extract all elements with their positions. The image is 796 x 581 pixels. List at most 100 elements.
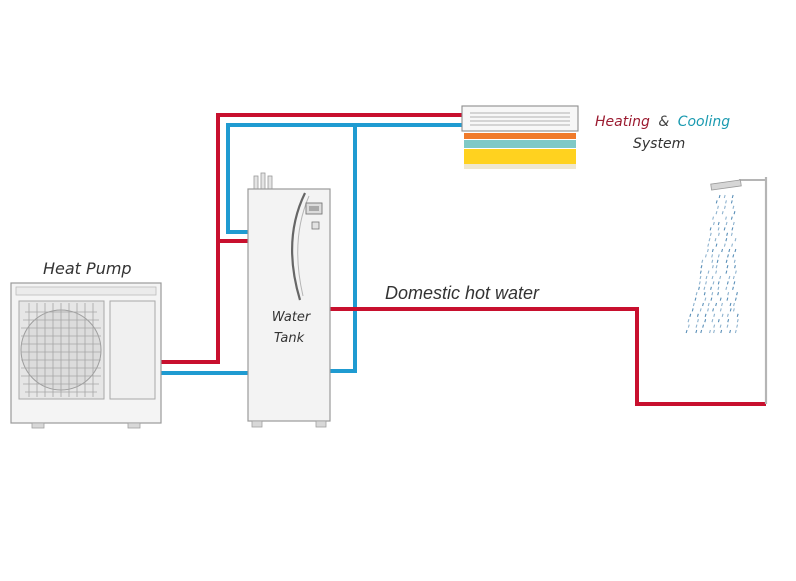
water-drop <box>731 243 734 247</box>
water-drop <box>715 270 718 274</box>
water-drop <box>703 292 706 296</box>
water-drop <box>698 286 700 290</box>
water-drop <box>702 302 704 307</box>
water-drop <box>717 232 720 236</box>
water-drop <box>708 238 711 242</box>
water-drop <box>734 238 737 242</box>
water-drop <box>721 248 724 253</box>
water-drop <box>701 259 704 263</box>
water-drop <box>694 297 697 301</box>
water-drop <box>730 216 733 220</box>
water-drop <box>725 216 727 220</box>
water-drop <box>695 324 698 328</box>
water-drop <box>702 324 705 328</box>
water-drop <box>704 319 707 323</box>
water-drop <box>732 275 735 280</box>
water-drop <box>725 286 728 290</box>
water-drop <box>721 211 724 215</box>
water-drop <box>719 308 722 312</box>
water-drop <box>734 270 737 274</box>
water-drop <box>732 254 735 258</box>
water-drop <box>729 308 732 312</box>
water-drop <box>699 308 702 312</box>
water-drop <box>711 248 714 253</box>
water-drop <box>712 281 715 285</box>
water-drop <box>691 308 694 312</box>
water-drop <box>723 227 726 231</box>
water-drop <box>695 292 698 296</box>
amp-word: & <box>658 114 669 130</box>
water-drop <box>728 248 731 253</box>
water-drop <box>699 270 702 274</box>
heat-pump-label: Heat Pump <box>43 259 132 278</box>
water-drop <box>730 232 733 236</box>
tank-swoosh <box>291 192 306 301</box>
water-drop <box>706 248 709 253</box>
water-drop <box>713 324 716 328</box>
water-drop <box>700 265 703 269</box>
water-drop <box>725 200 727 204</box>
water-drop <box>720 329 723 334</box>
tank-control-button <box>311 221 320 230</box>
water-drop <box>709 329 711 334</box>
water-drop <box>727 319 730 323</box>
water-drop <box>707 308 709 312</box>
water-tank-label-line1: Water <box>272 310 312 325</box>
water-drop <box>717 227 720 231</box>
water-drop <box>711 259 714 263</box>
water-drop <box>712 216 715 220</box>
water-drop <box>732 286 734 290</box>
water-drop <box>704 254 707 258</box>
water-drop <box>717 254 720 258</box>
water-drop <box>692 302 695 307</box>
water-drop <box>734 248 737 253</box>
water-drop <box>736 313 739 317</box>
water-drop <box>717 221 720 226</box>
water-drop <box>723 205 726 209</box>
water-drop <box>736 319 739 323</box>
water-drop <box>732 308 735 312</box>
water-drop <box>711 275 714 280</box>
water-drop <box>711 319 714 323</box>
water-drop <box>717 292 720 296</box>
water-drop <box>714 238 717 242</box>
water-drop <box>703 286 706 290</box>
water-drop <box>730 200 733 204</box>
water-drop <box>733 211 736 215</box>
water-drop <box>697 319 699 323</box>
water-drop <box>721 313 724 317</box>
water-drop <box>696 313 699 317</box>
water-drop <box>713 329 715 334</box>
water-drop <box>705 281 707 285</box>
heating-cooling-label: Heating & Cooling <box>595 114 730 130</box>
water-drop <box>713 313 716 317</box>
water-drop <box>715 265 718 269</box>
water-drop <box>723 243 726 247</box>
water-drop <box>695 329 698 334</box>
water-drop <box>726 297 729 301</box>
domestic-hot-water-label: Domestic hot water <box>385 283 540 303</box>
water-drop <box>711 265 714 269</box>
cold-tank-branch-pipe <box>226 123 355 234</box>
water-drop <box>715 211 718 215</box>
water-drop <box>726 232 729 236</box>
water-drop <box>685 329 688 334</box>
water-drop <box>710 297 713 301</box>
water-drop <box>729 302 732 307</box>
water-drop <box>733 281 736 285</box>
airflow-orange <box>464 133 576 139</box>
water-drop <box>707 270 710 274</box>
water-drop <box>700 329 703 334</box>
water-drop <box>709 227 712 231</box>
water-drop <box>719 324 722 328</box>
heating-cooling-unit <box>461 105 579 169</box>
water-drop <box>734 329 737 334</box>
water-drop <box>687 324 690 328</box>
water-drop <box>712 308 715 312</box>
water-drop <box>732 205 735 209</box>
water-drops <box>685 194 739 334</box>
water-drop <box>707 302 710 307</box>
water-drop <box>726 281 729 285</box>
water-tank-label-line2: Tank <box>274 331 305 346</box>
